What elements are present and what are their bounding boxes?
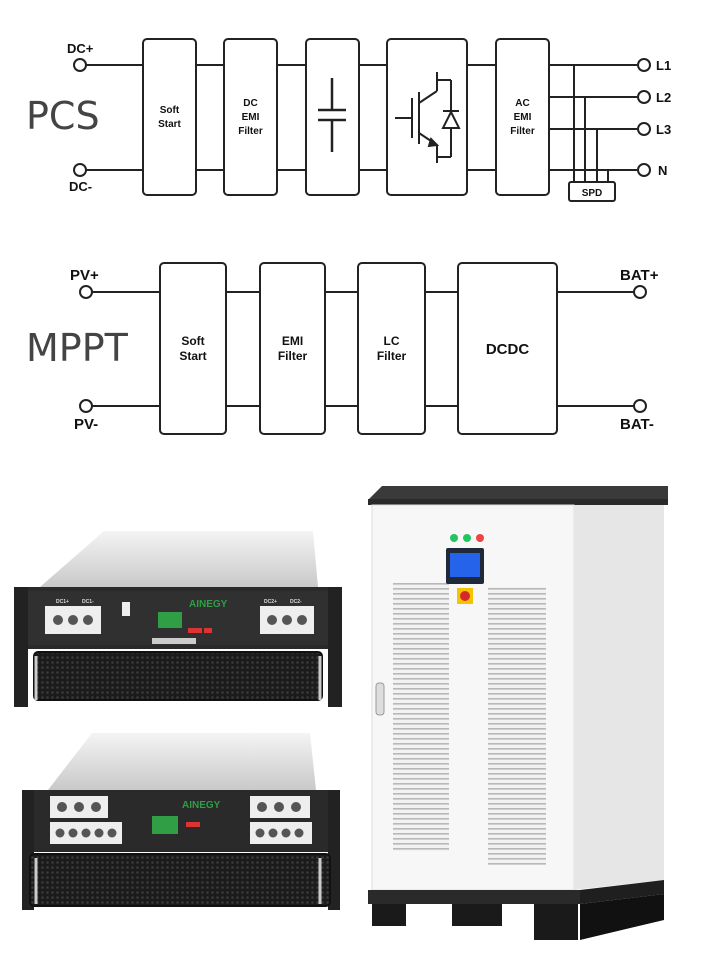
pcs-ac-emi-line-2: EMI — [514, 112, 532, 123]
mppt-diagram — [79, 262, 647, 435]
pcs-terminal-dc-minus: DC- — [69, 179, 92, 194]
mppt-soft-start-line-2: Start — [179, 349, 206, 363]
module-bottom-brand: AINEGY — [182, 800, 221, 811]
pcs-soft-start-line-1: Soft — [160, 105, 180, 116]
pcs-soft-start-block — [142, 38, 197, 196]
pcs-title: PCS — [26, 94, 100, 138]
pcs-dc-emi-line-1: DC — [243, 98, 257, 109]
mppt-terminal-pv-minus: PV- — [74, 416, 98, 433]
rack-module-top: DC1+ DC1- DC2+ DC2- AINEGY — [14, 531, 342, 707]
cabinet-handle — [375, 682, 385, 716]
pcs-diagram — [73, 38, 651, 202]
indicator-light-2 — [463, 534, 471, 542]
pcs-terminal-n: N — [658, 163, 667, 178]
mppt-emi-line-1: EMI — [282, 334, 303, 348]
capacitor-icon — [318, 78, 346, 152]
dc1-minus-label: DC1- — [82, 599, 94, 605]
mppt-lc-line-1: LC — [384, 334, 400, 348]
dc2-minus-label: DC2- — [290, 599, 302, 605]
rack-module-bottom: AINEGY — [22, 733, 340, 910]
mppt-soft-start-line-1: Soft — [181, 334, 204, 348]
mppt-dcdc-label: DCDC — [486, 341, 529, 358]
pcs-capacitor-block — [305, 38, 360, 196]
cabinet-vent-right — [488, 587, 546, 865]
mppt-terminal-bat-minus: BAT- — [620, 416, 654, 433]
pcs-ac-emi-line-1: AC — [515, 98, 529, 109]
mppt-terminal-pv-plus: PV+ — [70, 267, 99, 284]
indicator-light-3 — [476, 534, 484, 542]
battery-cabinet — [368, 486, 668, 940]
mppt-emi-line-2: Filter — [278, 349, 308, 363]
pcs-ac-emi-line-3: Filter — [510, 126, 535, 137]
igbt-icon — [395, 72, 461, 163]
pcs-text: PCS DC+ DC- L1 L2 L3 N Soft Start DC EMI… — [26, 41, 671, 199]
dc1-plus-label: DC1+ — [56, 599, 69, 605]
mppt-lc-filter-block — [357, 262, 426, 435]
cabinet-vent-left — [393, 583, 449, 851]
spd-label: SPD — [582, 188, 603, 199]
pcs-terminal-l2: L2 — [656, 90, 671, 105]
mppt-emi-filter-block — [259, 262, 326, 435]
mppt-title: MPPT — [26, 326, 129, 370]
indicator-light-1 — [450, 534, 458, 542]
fan-grille — [34, 652, 322, 700]
mppt-lc-line-2: Filter — [377, 349, 407, 363]
mppt-soft-start-block — [159, 262, 227, 435]
pcs-dc-emi-line-3: Filter — [238, 126, 263, 137]
pcs-ac-emi-filter-block — [495, 38, 550, 196]
pcs-terminal-l3: L3 — [656, 122, 671, 137]
pcs-dc-emi-filter-block — [223, 38, 278, 196]
mppt-dcdc-block — [457, 262, 558, 435]
dc2-plus-label: DC2+ — [264, 599, 277, 605]
pcs-terminal-dc-plus: DC+ — [67, 41, 94, 56]
mppt-terminal-bat-plus: BAT+ — [620, 267, 659, 284]
mppt-text: MPPT PV+ PV- BAT+ BAT- Soft Start EMI Fi… — [26, 267, 659, 433]
pcs-dc-emi-line-2: EMI — [242, 112, 260, 123]
spd-block — [568, 181, 616, 202]
pcs-terminal-l1: L1 — [656, 58, 671, 73]
module-top-brand: AINEGY — [189, 599, 228, 610]
pcs-soft-start-line-2: Start — [158, 119, 181, 130]
